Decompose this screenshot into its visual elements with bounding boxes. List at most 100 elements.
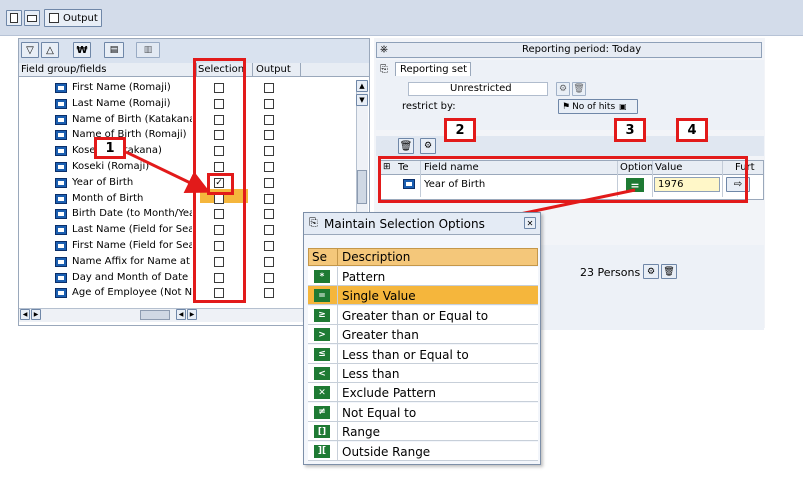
field-label[interactable]: First Name (Field for Sea — [72, 240, 192, 251]
collapse-icon: △ — [46, 44, 54, 56]
selection-checkbox[interactable]: ✓ — [214, 177, 224, 188]
output-checkbox[interactable] — [264, 209, 274, 220]
scroll-left-button-2[interactable]: ◀ — [176, 309, 186, 320]
selection-checkbox[interactable] — [214, 83, 224, 93]
collapse-button[interactable]: △ — [41, 42, 59, 58]
output-checkbox[interactable] — [264, 98, 274, 109]
col-value[interactable]: Value — [655, 162, 683, 173]
col-field-name[interactable]: Field name — [424, 162, 479, 173]
popup-col-description[interactable]: Description — [342, 250, 411, 264]
field-label[interactable]: Last Name (Field for Sea — [72, 224, 192, 236]
selection-checkbox[interactable] — [214, 241, 224, 251]
field-label[interactable]: Age of Employee (Not Nu — [72, 287, 192, 299]
col-te[interactable]: Te — [398, 162, 409, 173]
selection-option-row[interactable]: ][Outside Range — [308, 441, 538, 461]
field-label[interactable]: Name Affix for Name at B — [72, 255, 192, 267]
field-label[interactable]: Koseki (Romaji) — [72, 161, 150, 172]
scroll-thumb[interactable] — [357, 170, 367, 204]
new-document-button[interactable] — [6, 10, 22, 26]
popup-window-icon: ⎘ — [309, 216, 318, 229]
persons-delete-button[interactable]: 🗑 — [661, 264, 677, 279]
option-symbol-icon: < — [314, 367, 330, 380]
selection-checkbox[interactable] — [214, 272, 224, 283]
further-values-button[interactable]: ⇨ — [726, 177, 750, 192]
output-checkbox[interactable] — [264, 288, 274, 299]
selection-option-row[interactable]: []Range — [308, 422, 538, 442]
output-checkbox[interactable] — [264, 256, 274, 267]
col-further[interactable]: Furt — [735, 162, 755, 173]
output-checkbox[interactable] — [264, 146, 274, 157]
scroll-left-button[interactable]: ◀ — [20, 309, 30, 320]
delete-set-button[interactable]: 🗑 — [572, 82, 586, 96]
scroll-down-button[interactable]: ▼ — [356, 94, 368, 106]
popup-col-se[interactable]: Se — [312, 250, 327, 264]
selection-option-row[interactable]: *Pattern — [308, 267, 538, 286]
restrict-by-label: restrict by: — [402, 101, 456, 112]
output-checkbox[interactable] — [264, 83, 274, 93]
new-document-icon — [10, 13, 18, 23]
selection-checkbox[interactable] — [214, 256, 224, 267]
expand-button[interactable]: ▽ — [21, 42, 39, 58]
selection-option-row[interactable]: ≠Not Equal to — [308, 402, 538, 422]
option-label: Pattern — [342, 270, 386, 284]
selection-option-row[interactable]: <Less than — [308, 364, 538, 383]
field-label[interactable]: Month of Birth — [72, 192, 144, 204]
output-checkbox[interactable] — [264, 162, 274, 172]
filter-button[interactable]: ▥ — [136, 42, 160, 58]
field-label[interactable]: Birth Date (to Month/Year — [72, 208, 192, 220]
field-label[interactable]: First Name (Romaji) — [72, 82, 171, 93]
option-equal-button[interactable]: = — [626, 178, 644, 192]
col-output[interactable]: Output — [256, 64, 291, 75]
col-selection[interactable]: Selection — [198, 64, 245, 75]
col-field-group[interactable]: Field group/fields — [21, 64, 107, 75]
table-settings-icon[interactable]: ⊞ — [383, 162, 391, 172]
selection-checkbox[interactable] — [214, 209, 224, 220]
scroll-right-button[interactable]: ▶ — [31, 309, 41, 320]
options-button[interactable]: ⚙ — [420, 138, 436, 154]
selection-checkbox[interactable] — [214, 225, 224, 236]
selection-option-row[interactable]: ✕Exclude Pattern — [308, 383, 538, 403]
field-label[interactable]: Year of Birth — [72, 176, 134, 188]
layout-button[interactable]: ▤ — [104, 42, 124, 58]
open-folder-button[interactable] — [24, 10, 40, 26]
field-label[interactable]: Day and Month of Date of — [72, 271, 192, 283]
field-icon — [55, 225, 67, 236]
output-checkbox[interactable] — [264, 272, 274, 283]
selection-option-row[interactable]: ≥Greater than or Equal to — [308, 305, 538, 325]
field-label[interactable]: Last Name (Romaji) — [72, 97, 171, 109]
output-checkbox[interactable] — [264, 114, 274, 125]
selection-option-row[interactable]: ≤Less than or Equal to — [308, 344, 538, 364]
field-label[interactable]: Name of Birth (Katakana — [72, 113, 192, 125]
selection-option-row[interactable]: >Greater than — [308, 325, 538, 345]
scroll-up-button[interactable]: ▲ — [356, 80, 368, 92]
output-checkbox[interactable] — [264, 241, 274, 251]
output-checkbox[interactable] — [264, 177, 274, 188]
selection-checkbox[interactable] — [214, 146, 224, 157]
change-set-button[interactable]: ⚙ — [556, 82, 570, 96]
output-button[interactable]: Output — [44, 9, 102, 27]
selection-checkbox[interactable] — [214, 114, 224, 125]
popup-close-button[interactable]: ✕ — [524, 217, 536, 229]
tab-reporting-set[interactable] — [395, 62, 471, 76]
selection-option-row[interactable]: =Single Value — [308, 286, 538, 306]
option-label: Greater than — [342, 328, 419, 343]
selection-checkbox[interactable] — [214, 98, 224, 109]
selection-checkbox[interactable] — [214, 130, 224, 141]
selection-checkbox[interactable] — [214, 162, 224, 172]
output-checkbox[interactable] — [264, 193, 274, 204]
value-input[interactable] — [654, 177, 720, 192]
field-type-icon — [403, 179, 415, 189]
find-button[interactable]: ₩ — [73, 42, 91, 58]
delete-row-button[interactable]: 🗑 — [398, 138, 414, 154]
output-checkbox[interactable] — [264, 225, 274, 236]
col-option[interactable]: Option — [620, 162, 654, 173]
no-of-hits-button[interactable]: ⚑ No of hits ▣ — [558, 99, 638, 114]
scroll-right-button-2[interactable]: ▶ — [187, 309, 197, 320]
persons-detail-button[interactable]: ⚙ — [643, 264, 659, 279]
field-label[interactable]: Name of Birth (Romaji) — [72, 129, 187, 141]
hscroll-thumb[interactable] — [140, 310, 170, 320]
output-label: Output — [63, 12, 98, 24]
output-checkbox[interactable] — [264, 130, 274, 141]
field-icon — [55, 272, 67, 283]
selection-checkbox[interactable] — [214, 288, 224, 299]
